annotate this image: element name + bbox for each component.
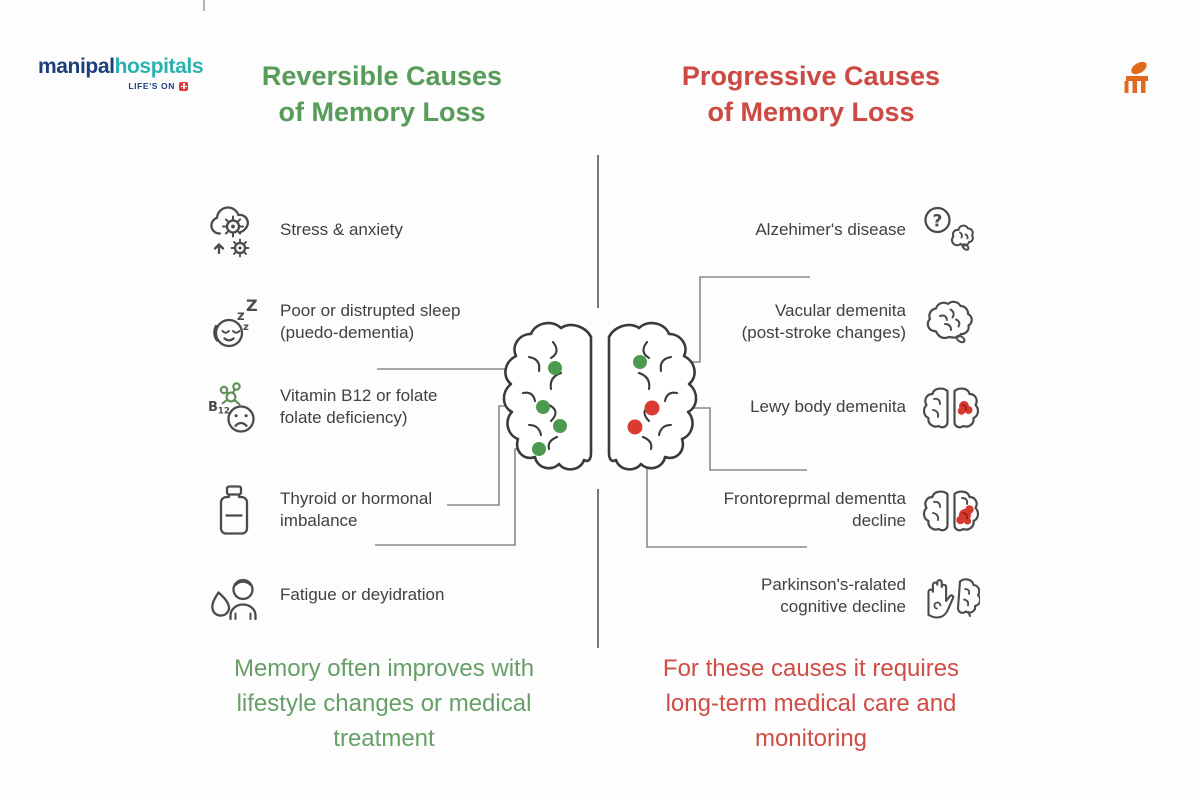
drop-person-icon bbox=[211, 578, 257, 621]
list-item-parkinsons: Parkinson's-ralated cognitive decline bbox=[690, 563, 980, 629]
brain-illustration bbox=[502, 321, 698, 471]
list-item-sleep: z Z z Poor or distrupted sleep (puedo-de… bbox=[204, 289, 461, 355]
item-label: Stress & anxiety bbox=[280, 219, 403, 239]
stress-cloud-gears-icon bbox=[210, 206, 250, 258]
item-label: Poor or distrupted sleep (puedo-dementia… bbox=[280, 300, 461, 342]
list-item-alzheimers: Alzehimer's disease ? bbox=[690, 197, 980, 263]
item-label: Fatigue or deyidration bbox=[280, 584, 445, 604]
sleep-face-icon: z Z z bbox=[213, 296, 258, 348]
progressive-heading: Progressive Causes of Memory Loss bbox=[681, 61, 941, 128]
svg-text:z: z bbox=[243, 322, 249, 333]
svg-text:Z: Z bbox=[246, 296, 258, 315]
list-item-fatigue: Fatigue or deyidration bbox=[204, 562, 444, 628]
list-item-vitamin: B12 Vitamin B12 or folate folate deficie… bbox=[204, 374, 438, 440]
reversible-heading: Reversible Causes of Memory Loss bbox=[261, 61, 503, 128]
item-label: Vitamin B12 or folate folate deficiency) bbox=[280, 385, 438, 427]
svg-text:?: ? bbox=[933, 212, 943, 232]
connector-thyroid bbox=[447, 405, 534, 506]
brain-red-lobe-icon bbox=[922, 490, 980, 532]
svg-text:B12: B12 bbox=[208, 400, 230, 417]
reversible-dots bbox=[532, 355, 647, 456]
brand-flame-icon bbox=[1124, 61, 1148, 93]
logo-hospitals: hospitals bbox=[114, 55, 204, 78]
vitamin-b12-sad-face-icon: B12 bbox=[208, 382, 255, 433]
manipal-hospitals-logo: manipalhospitals LIFE'S ON bbox=[38, 55, 204, 91]
item-label: Lewy body demenita bbox=[750, 396, 906, 416]
list-item-thyroid: Thyroid or hormonal imbalance bbox=[204, 477, 432, 543]
medicine-bottle-icon bbox=[219, 485, 249, 535]
logo-manipal: manipal bbox=[38, 55, 115, 78]
red-cross-icon bbox=[179, 81, 188, 91]
progressive-footnote: For these causes it requires long-term m… bbox=[662, 655, 960, 752]
brain-red-spot-icon bbox=[922, 387, 980, 429]
brain-side-icon bbox=[926, 300, 973, 344]
hand-brain-icon bbox=[927, 578, 980, 619]
progressive-dots bbox=[627, 400, 660, 435]
list-item-vascular: Vacular demenita (post-stroke changes) bbox=[690, 289, 980, 355]
item-label: Parkinson's-ralated cognitive decline bbox=[761, 574, 906, 616]
tagline-text: LIFE'S ON bbox=[128, 81, 175, 91]
list-item-frontotemporal: Frontoreprmal dementta decline bbox=[690, 477, 980, 543]
logo-wordmark: manipalhospitals bbox=[38, 55, 204, 79]
item-label: Alzehimer's disease bbox=[755, 219, 906, 239]
list-item-stress: Stress & anxiety bbox=[204, 197, 403, 263]
item-label: Vacular demenita (post-stroke changes) bbox=[741, 300, 906, 342]
item-label: Thyroid or hormonal imbalance bbox=[280, 488, 433, 530]
question-brain-icon: ? bbox=[924, 206, 974, 251]
list-item-lewy: Lewy body demenita bbox=[690, 374, 980, 440]
reversible-footnote: Memory often improves with lifestyle cha… bbox=[233, 655, 535, 752]
item-label: Frontoreprmal dementta decline bbox=[723, 488, 906, 530]
logo-tagline: LIFE'S ON bbox=[38, 81, 188, 91]
svg-text:z: z bbox=[237, 309, 245, 324]
